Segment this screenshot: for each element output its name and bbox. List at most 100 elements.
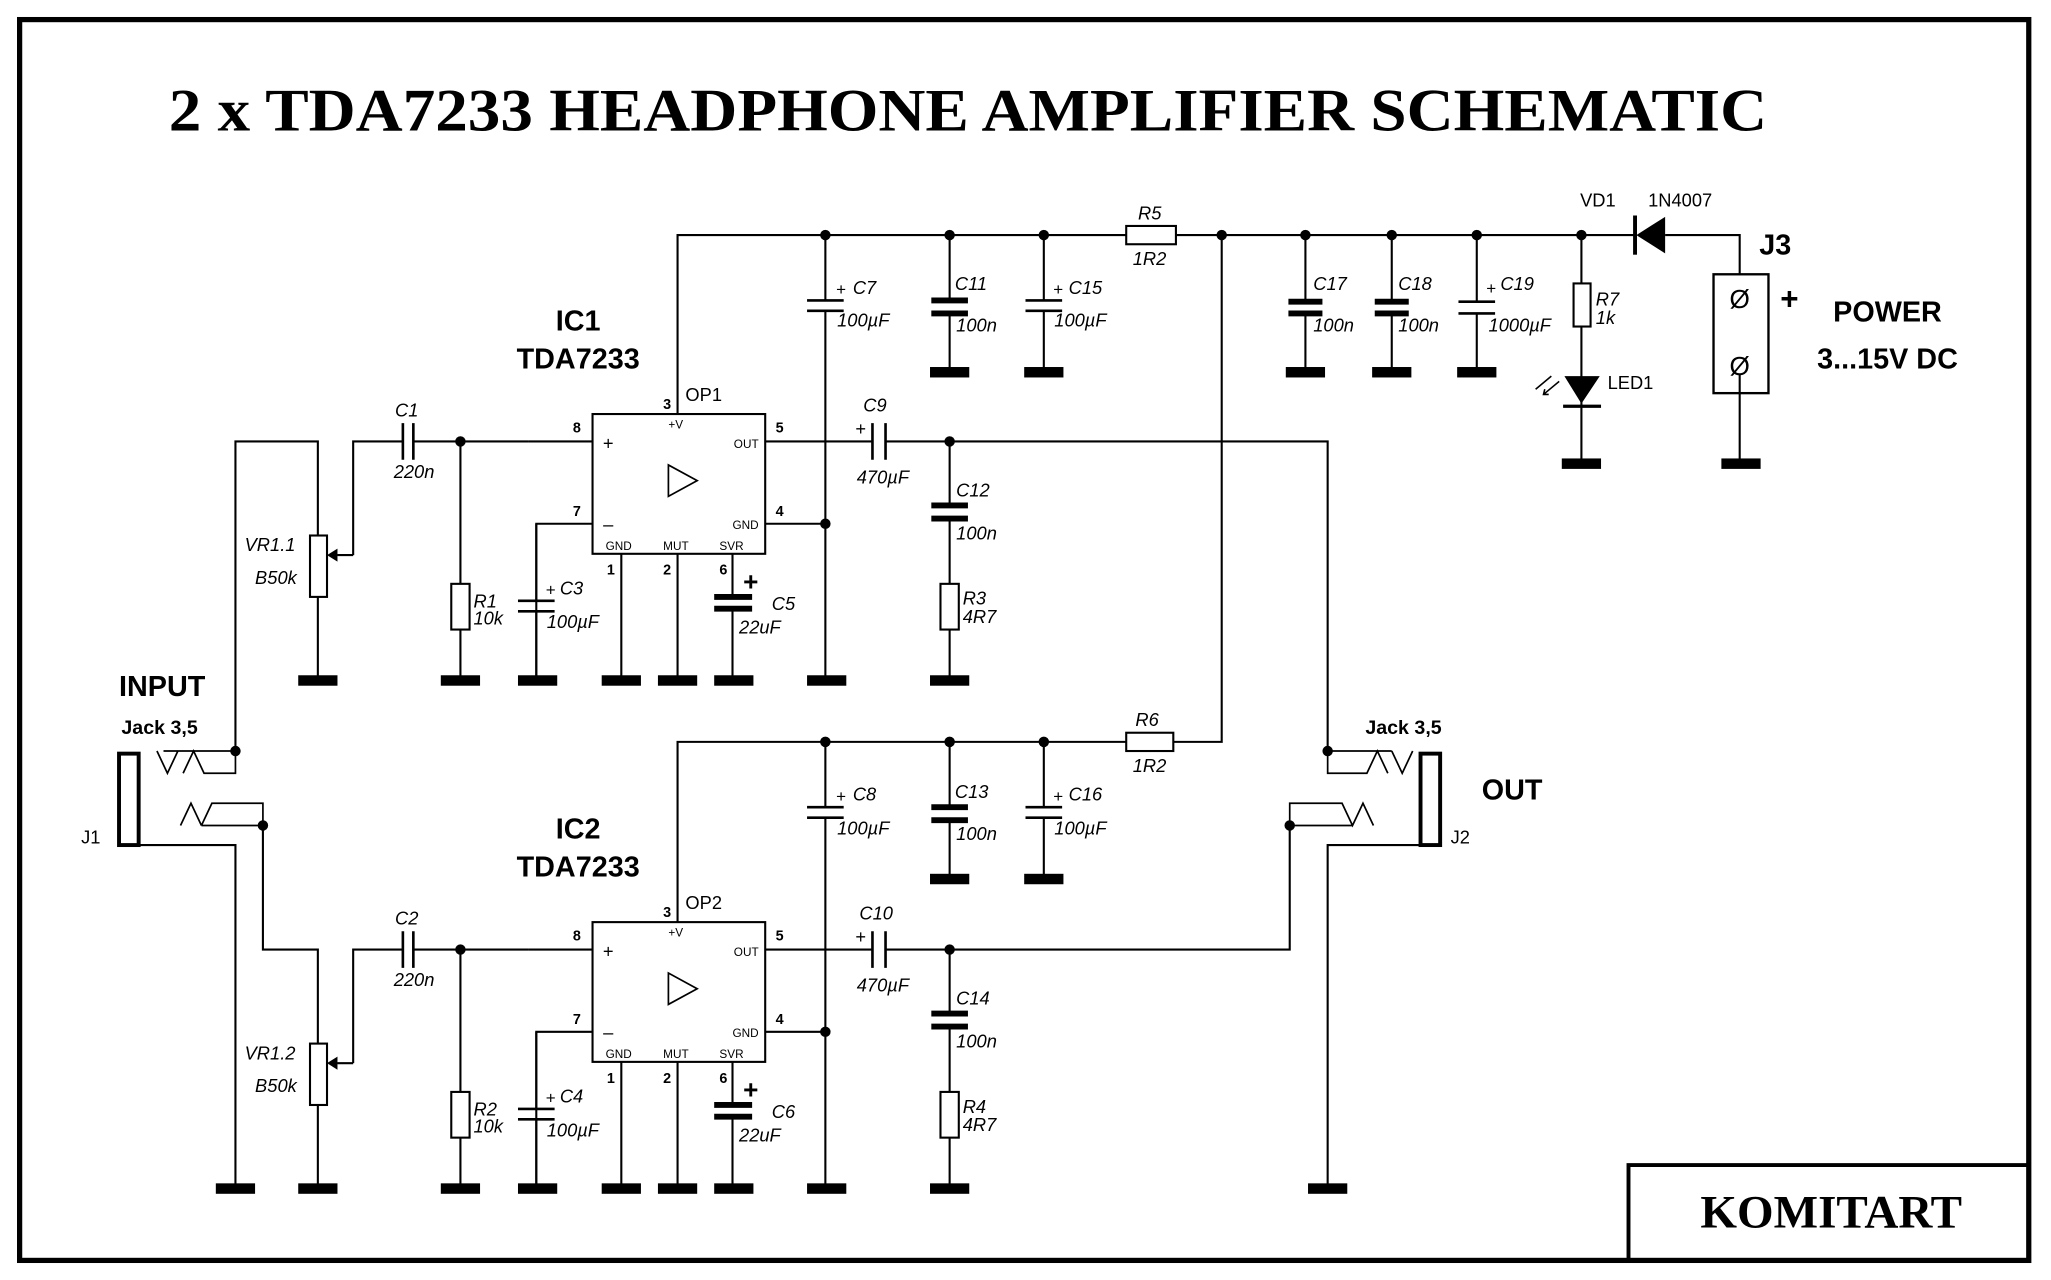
- c19-polarity: +: [1486, 279, 1496, 298]
- r7-ref: R7: [1596, 289, 1620, 310]
- c16-value: 100µF: [1054, 818, 1108, 839]
- c10-value: 470µF: [857, 974, 911, 995]
- ic1-op-label: OP1: [685, 384, 722, 405]
- sheet-border: [17, 16, 2032, 1264]
- c19-ref: C19: [1500, 273, 1534, 294]
- brand-label: KOMITART: [1700, 1187, 1962, 1239]
- ic2-in-minus: –: [603, 1021, 614, 1042]
- terminal-1-icon: Ø: [1730, 284, 1750, 314]
- power-voltage-range: 3...15V DC: [1817, 343, 1958, 375]
- input-jack-j1[interactable]: [117, 745, 269, 1194]
- output-jack-j2[interactable]: [1284, 745, 1443, 1194]
- c16-polarity: +: [1053, 787, 1063, 806]
- ic2-vplus: +V: [668, 926, 683, 939]
- ic1-part: TDA7233: [517, 343, 640, 375]
- r2-ref: R2: [474, 1098, 497, 1119]
- c15-value: 100µF: [1054, 310, 1108, 331]
- c8-ref: C8: [853, 784, 877, 805]
- c12-value: 100n: [956, 522, 997, 543]
- capacitor-c1: [352, 423, 529, 556]
- capacitor-c2: [352, 931, 529, 1064]
- capacitor-c7: [807, 235, 847, 686]
- c8-polarity: +: [836, 787, 846, 806]
- potentiometer-vr1-1[interactable]: [234, 440, 354, 752]
- c13-value: 100n: [956, 823, 997, 844]
- led1-ref: LED1: [1608, 372, 1654, 393]
- ic2-pin1: 1: [607, 1071, 615, 1087]
- capacitor-c17: [1285, 235, 1326, 378]
- vr1-1-ref: VR1.1: [245, 534, 296, 555]
- c17-ref: C17: [1313, 273, 1347, 294]
- ic1-in-plus: +: [603, 432, 614, 453]
- output-label: OUT: [1482, 774, 1543, 806]
- ic1-vplus: +V: [668, 418, 683, 431]
- capacitor-c18: [1372, 235, 1412, 378]
- resistor-r1: [440, 441, 481, 686]
- c7-ref: C7: [853, 277, 877, 298]
- r4-ref: R4: [963, 1096, 986, 1117]
- r2-value: 10k: [474, 1115, 504, 1136]
- c18-ref: C18: [1398, 273, 1432, 294]
- terminal-2-icon: Ø: [1730, 351, 1750, 381]
- c12-ref: C12: [956, 479, 990, 500]
- ic1-ref: IC1: [556, 305, 601, 337]
- ic1-tda7233: [528, 412, 873, 686]
- ic1-in-minus: –: [603, 513, 614, 534]
- ic2-pin5: 5: [776, 928, 784, 944]
- c19-value: 1000µF: [1489, 315, 1553, 336]
- c8-value: 100µF: [837, 818, 891, 839]
- c11-value: 100n: [956, 315, 997, 336]
- ground-icon: [1561, 458, 1602, 469]
- power-terminal-j3[interactable]: [1712, 273, 1770, 395]
- r7-value: 1k: [1596, 307, 1616, 328]
- c6-value: 22uF: [738, 1125, 783, 1146]
- vr1-1-value: B50k: [255, 567, 298, 588]
- led-icon: [1535, 375, 1602, 408]
- capacitor-c14: [930, 949, 970, 1194]
- r4-value: 4R7: [963, 1114, 997, 1135]
- r6-ref: R6: [1135, 709, 1159, 730]
- ic1-out: OUT: [734, 438, 759, 451]
- output-jack-type: Jack 3,5: [1365, 717, 1441, 739]
- c5-polarity: +: [743, 566, 758, 596]
- c3-polarity: +: [546, 581, 556, 600]
- potentiometer-vr1-2[interactable]: [261, 825, 354, 1194]
- ic2-svr: SVR: [719, 1048, 743, 1061]
- resistor-r5: [1125, 224, 1177, 246]
- c18-value: 100n: [1398, 315, 1439, 336]
- ic2-pin6: 6: [719, 1071, 727, 1087]
- c9-ref: C9: [863, 394, 886, 415]
- resistor-r6: [1125, 731, 1175, 753]
- ic1-pin5: 5: [776, 420, 784, 436]
- input-label: INPUT: [119, 671, 206, 703]
- c3-value: 100µF: [547, 611, 601, 632]
- c2-value: 220n: [393, 969, 435, 990]
- ic2-gnd4: GND: [733, 1027, 759, 1040]
- capacitor-c10: [871, 825, 1291, 968]
- c4-ref: C4: [560, 1085, 583, 1106]
- ic2-in-plus: +: [603, 940, 614, 961]
- c11-ref: C11: [955, 273, 987, 294]
- capacitor-c13: [930, 741, 970, 885]
- ic1-gnd4: GND: [733, 519, 759, 532]
- ic1-pin3: 3: [663, 397, 671, 413]
- ic2-pin8: 8: [573, 928, 581, 944]
- c5-ref: C5: [772, 593, 796, 614]
- c14-value: 100n: [956, 1031, 997, 1052]
- capacitor-c4: [517, 1031, 558, 1194]
- ic1-svr: SVR: [719, 540, 743, 553]
- power-label: POWER: [1833, 296, 1942, 328]
- page-title: 2 x TDA7233 HEADPHONE AMPLIFIER SCHEMATI…: [169, 78, 1767, 145]
- capacitor-c15: [1024, 235, 1064, 378]
- ic2-mut: MUT: [663, 1048, 688, 1061]
- ic1-pin4: 4: [776, 504, 784, 520]
- ic1-gnd1: GND: [606, 540, 632, 553]
- c1-value: 220n: [393, 461, 435, 482]
- ic1-pin7: 7: [573, 504, 581, 520]
- resistor-r7: [1572, 282, 1592, 328]
- ic2-tda7233: [528, 921, 873, 1194]
- ic1-pin1: 1: [607, 563, 615, 579]
- ic2-pin4: 4: [776, 1012, 784, 1028]
- capacitor-c8: [807, 741, 847, 1194]
